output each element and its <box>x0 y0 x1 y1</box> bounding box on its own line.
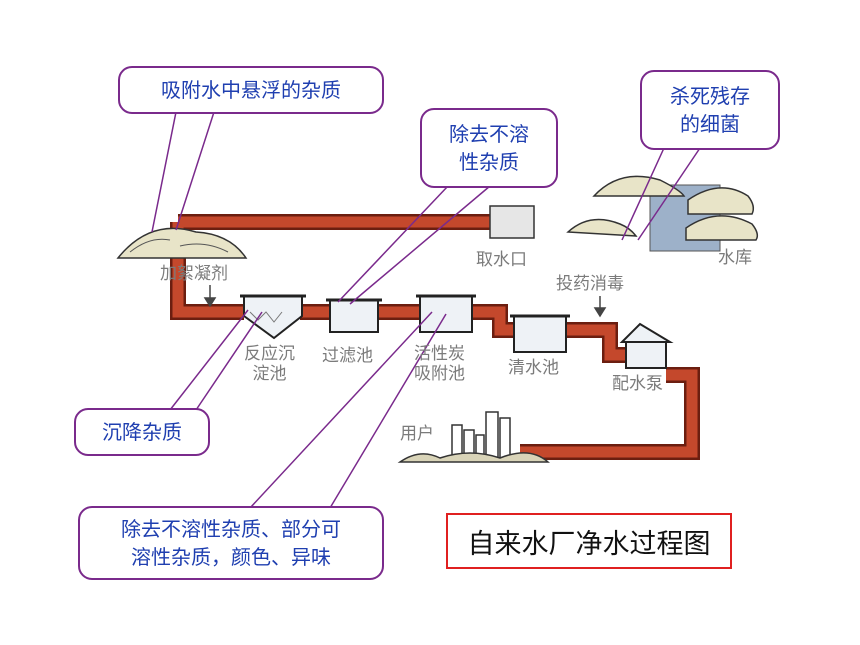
pump-house <box>619 322 674 369</box>
callout-activated: 除去不溶性杂质、部分可 溶性杂质，颜色、异味 <box>78 506 384 580</box>
label-intake: 取水口 <box>476 250 527 270</box>
label-disinfect: 投药消毒 <box>556 274 624 294</box>
label-carbon: 活性炭 吸附池 <box>414 344 465 384</box>
sedimentation-tank <box>240 294 306 340</box>
clear-water-tank <box>510 314 570 353</box>
callout-activated-line2: 溶性杂质，颜色、异味 <box>131 545 331 569</box>
label-clear-pool: 清水池 <box>508 358 559 378</box>
label-filter: 过滤池 <box>322 346 373 366</box>
label-sedimentation: 反应沉 淀池 <box>244 344 295 384</box>
label-carbon-line2: 吸附池 <box>414 364 465 384</box>
label-flocculant: 加絮凝剂 <box>160 264 228 284</box>
callout-activated-line1: 除去不溶性杂质、部分可 <box>121 517 341 541</box>
callout-remove-insoluble: 除去不溶 性杂质 <box>420 108 558 188</box>
reservoir-icon <box>566 175 759 252</box>
label-sedimentation-line1: 反应沉 <box>244 344 295 364</box>
flocculant-mound <box>116 227 248 259</box>
disinfect-arrow <box>593 296 607 318</box>
callout-settle-text: 沉降杂质 <box>102 420 182 444</box>
user-buildings <box>397 411 550 463</box>
callout-kill-line1: 杀死残存 <box>670 84 750 108</box>
flocculant-arrow <box>203 285 217 308</box>
callout-remove-insoluble-line1: 除去不溶 <box>449 122 529 146</box>
pipe-network-fill <box>172 216 698 458</box>
callout-adsorb: 吸附水中悬浮的杂质 <box>118 66 384 114</box>
label-pump: 配水泵 <box>612 374 663 394</box>
callout-kill: 杀死残存 的细菌 <box>640 70 780 150</box>
label-carbon-line1: 活性炭 <box>414 344 465 364</box>
filter-tank <box>326 298 382 333</box>
label-sedimentation-line2: 淀池 <box>252 364 287 384</box>
leader-lines <box>151 111 701 509</box>
intake-box <box>489 205 535 239</box>
callout-settle: 沉降杂质 <box>74 408 210 456</box>
callout-remove-insoluble-line2: 性杂质 <box>459 150 519 174</box>
label-reservoir: 水库 <box>718 248 752 268</box>
callout-kill-line2: 的细菌 <box>680 112 740 136</box>
diagram-title-text: 自来水厂净水过程图 <box>467 528 711 560</box>
callout-adsorb-text: 吸附水中悬浮的杂质 <box>161 78 341 102</box>
label-user: 用户 <box>400 424 434 444</box>
diagram-title: 自来水厂净水过程图 <box>446 513 732 569</box>
